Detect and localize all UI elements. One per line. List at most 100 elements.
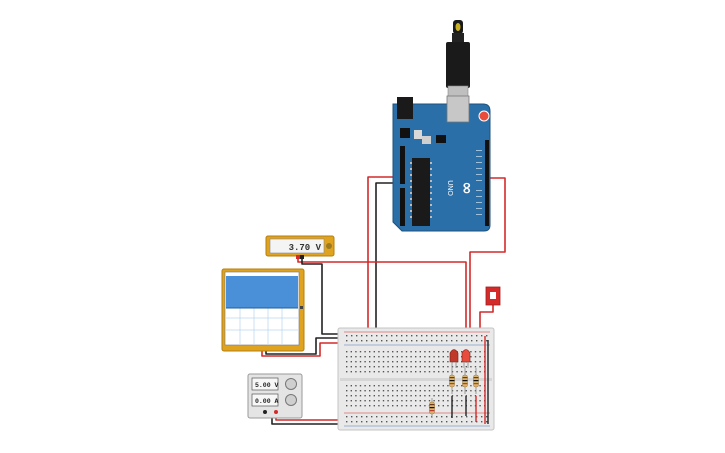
breadboard-hole bbox=[421, 340, 423, 342]
breadboard-hole bbox=[442, 356, 444, 358]
breadboard-hole bbox=[387, 395, 389, 397]
resistor-4[interactable] bbox=[429, 398, 435, 418]
breadboard-hole bbox=[410, 400, 412, 402]
breadboard-hole bbox=[378, 366, 380, 368]
breadboard-hole bbox=[392, 366, 394, 368]
header-left-bottom bbox=[400, 188, 405, 226]
breadboard-hole bbox=[451, 421, 453, 423]
breadboard-hole bbox=[415, 361, 417, 363]
breadboard-hole bbox=[359, 385, 362, 387]
breadboard-hole bbox=[428, 351, 431, 353]
breadboard-hole bbox=[447, 395, 449, 397]
breadboard-hole bbox=[424, 390, 426, 392]
power-supply[interactable]: 5.00 V 0.00 A bbox=[247, 373, 303, 419]
breadboard-hole bbox=[382, 400, 385, 402]
circuit-components bbox=[429, 336, 489, 424]
breadboard-hole bbox=[415, 371, 417, 373]
led-2[interactable] bbox=[461, 349, 471, 369]
breadboard-hole bbox=[376, 340, 378, 342]
breadboard-hole bbox=[447, 400, 449, 402]
breadboard-hole bbox=[447, 390, 449, 392]
breadboard-hole bbox=[387, 351, 389, 353]
breadboard-hole bbox=[419, 405, 421, 407]
breadboard-hole bbox=[346, 400, 348, 402]
resistor-1[interactable] bbox=[449, 368, 455, 394]
breadboard-hole bbox=[359, 356, 362, 358]
breadboard-hole bbox=[401, 371, 403, 373]
breadboard-hole bbox=[351, 416, 353, 418]
arduino-uno-board[interactable]: ∞ UNO bbox=[392, 95, 491, 232]
breadboard-hole bbox=[470, 385, 472, 387]
wire-scope-red[interactable] bbox=[261, 342, 342, 357]
slide-switch[interactable] bbox=[485, 286, 501, 306]
breadboard-hole bbox=[411, 340, 413, 342]
oscilloscope[interactable] bbox=[221, 268, 305, 352]
breadboard-hole bbox=[392, 400, 394, 402]
breadboard-hole bbox=[456, 371, 458, 373]
breadboard-hole bbox=[486, 421, 488, 423]
breadboard-hole bbox=[433, 351, 435, 353]
breadboard-hole bbox=[476, 340, 478, 342]
voltage-knob[interactable] bbox=[285, 378, 297, 390]
breadboard-hole bbox=[415, 395, 417, 397]
breadboard-hole bbox=[350, 361, 352, 363]
breadboard-hole bbox=[396, 395, 398, 397]
breadboard-hole bbox=[419, 356, 421, 358]
wire-voltmeter-red[interactable] bbox=[297, 258, 467, 355]
breadboard-hole bbox=[350, 395, 352, 397]
breadboard-hole bbox=[415, 356, 417, 358]
breadboard-hole bbox=[461, 335, 463, 337]
breadboard-hole bbox=[466, 416, 468, 418]
breadboard-hole bbox=[470, 371, 472, 373]
wire-switch-red[interactable] bbox=[479, 305, 494, 340]
breadboard-hole bbox=[378, 356, 380, 358]
breadboard-hole bbox=[369, 400, 371, 402]
breadboard-hole bbox=[410, 351, 412, 353]
breadboard-hole bbox=[387, 361, 389, 363]
breadboard-hole bbox=[369, 385, 371, 387]
breadboard-hole bbox=[381, 421, 383, 423]
led-1[interactable] bbox=[449, 349, 459, 369]
breadboard-hole bbox=[350, 390, 352, 392]
breadboard-hole bbox=[410, 395, 412, 397]
breadboard-hole bbox=[424, 400, 426, 402]
current-knob[interactable] bbox=[285, 394, 297, 406]
wire-scope-black[interactable] bbox=[265, 337, 342, 355]
voltmeter-display bbox=[269, 238, 325, 254]
breadboard-hole bbox=[461, 400, 463, 402]
breadboard-hole bbox=[392, 395, 394, 397]
crystal bbox=[422, 136, 431, 144]
breadboard-hole bbox=[481, 340, 483, 342]
breadboard-hole bbox=[481, 416, 483, 418]
breadboard-hole bbox=[376, 421, 378, 423]
breadboard-hole bbox=[441, 340, 443, 342]
breadboard-hole bbox=[466, 335, 468, 337]
resistor-3[interactable] bbox=[473, 368, 479, 394]
breadboard-hole bbox=[456, 416, 458, 418]
breadboard-hole bbox=[350, 356, 352, 358]
usb-cable bbox=[446, 20, 470, 105]
breadboard-hole bbox=[424, 385, 426, 387]
breadboard-hole bbox=[373, 366, 375, 368]
breadboard-hole bbox=[359, 400, 362, 402]
breadboard-hole bbox=[470, 356, 472, 358]
breadboard-hole bbox=[392, 371, 394, 373]
breadboard-hole bbox=[421, 416, 423, 418]
breadboard-hole bbox=[366, 421, 368, 423]
breadboard-hole bbox=[410, 371, 412, 373]
resistor-2[interactable] bbox=[462, 368, 468, 394]
breadboard-hole bbox=[461, 416, 463, 418]
breadboard-hole bbox=[364, 395, 366, 397]
breadboard-hole bbox=[481, 421, 483, 423]
breadboard-hole bbox=[438, 390, 440, 392]
usb-cable-cord bbox=[452, 33, 464, 43]
breadboard[interactable] bbox=[337, 327, 495, 431]
breadboard-hole bbox=[346, 421, 348, 423]
breadboard-hole bbox=[351, 340, 353, 342]
wire-arduino-right-red[interactable] bbox=[469, 177, 506, 335]
breadboard-hole bbox=[447, 356, 449, 358]
voltmeter[interactable]: 3.70 V bbox=[265, 235, 335, 259]
breadboard-hole bbox=[456, 395, 458, 397]
wire-voltmeter-black[interactable] bbox=[301, 258, 342, 335]
breadboard-hole bbox=[436, 416, 438, 418]
